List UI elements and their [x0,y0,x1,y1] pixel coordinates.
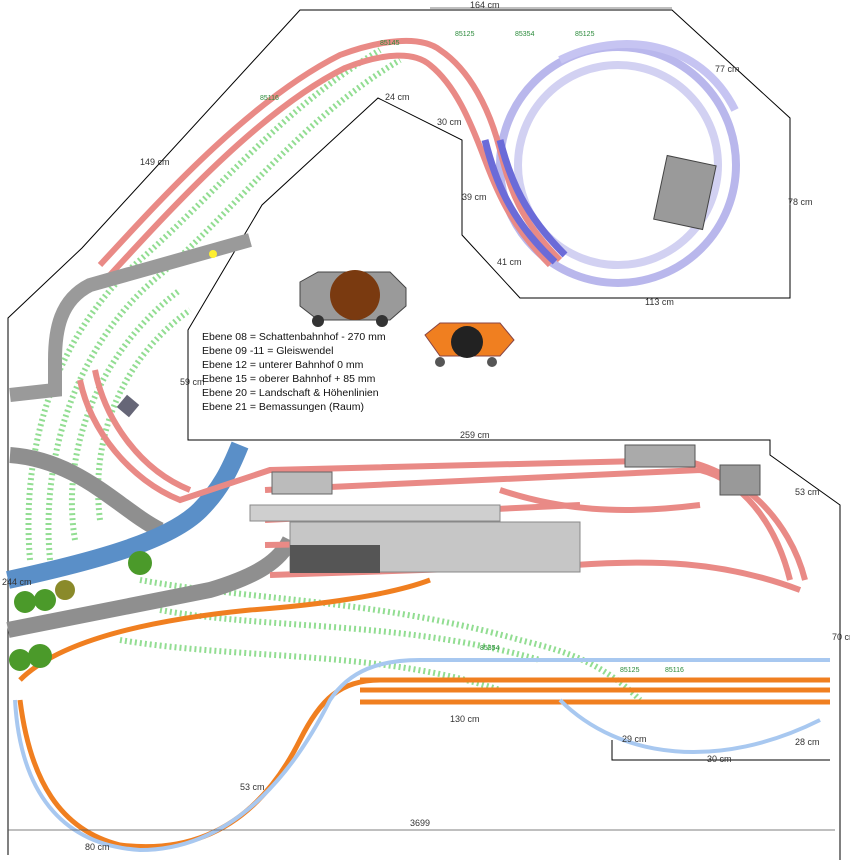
dim-right-diag: 53 cm [795,487,820,497]
dim-lower-mid: 130 cm [450,714,480,724]
dim-inner-top: 24 cm [385,92,410,102]
dim-mid-top: 259 cm [460,430,490,440]
dim-left-side: 244 cm [2,577,32,587]
dim-lower-left: 80 cm [85,842,110,852]
track-label: 85145 [380,40,400,47]
dim-top: 164 cm [470,0,500,10]
legend-item: Ebene 09 -11 = Gleiswendel [202,345,334,357]
dim-lower-right-diag: 29 cm [622,734,647,744]
dim-total-width: 3699 [410,818,430,828]
dim-right-upper: 78 cm [788,197,813,207]
track-label: 85354 [480,645,500,652]
layer-legend: Ebene 08 = Schattenbahnhof - 270 mm Eben… [202,330,386,414]
legend-item: Ebene 15 = oberer Bahnhof + 85 mm [202,373,376,385]
dimension-lines [8,7,835,831]
track-label: 85354 [515,31,535,38]
legend-item: Ebene 21 = Bemassungen (Raum) [202,401,364,413]
track-label: 85125 [575,31,595,38]
dim-lower-left-diag: 53 cm [240,782,265,792]
track-label: 85125 [455,31,475,38]
legend-item: Ebene 12 = unterer Bahnhof 0 mm [202,359,364,371]
track-label: 85125 [620,667,640,674]
river [6,441,249,589]
dim-inner-vertical: 39 cm [462,192,487,202]
orange-circle-icon [424,322,515,367]
helix [496,40,740,287]
shadow-station-tracks [97,38,563,278]
road [9,233,252,402]
track-label: 85116 [665,667,684,674]
room-outline [7,9,841,860]
trees [9,250,217,671]
track-part-labels: 85145 85125 85354 85116 85125 85354 8511… [260,31,684,674]
lower-helix-lines [13,658,830,853]
dim-inner-bottom: 41 cm [497,257,522,267]
dim-right-side: 70 cm [832,632,850,642]
track-label: 85116 [260,95,279,102]
brown-circle-icon [299,270,407,327]
dim-left-diag: 149 cm [140,157,170,167]
dim-inner-diag: 30 cm [437,117,462,127]
legend-item: Ebene 20 = Landschaft & Höhenlinien [202,387,379,399]
station-platforms [116,154,761,573]
dim-lower-right-inner: 28 cm [795,737,820,747]
lower-station-tracks [17,577,830,850]
dim-lower-right-small: 30 cm [707,754,732,764]
dim-bottom-upper: 113 cm [645,297,674,307]
dim-top-right-diag: 77 cm [715,64,740,74]
legend-item: Ebene 08 = Schattenbahnhof - 270 mm [202,331,386,343]
helix-entry-blue [481,139,568,265]
dim-mid-left: 59 cm [180,377,205,387]
